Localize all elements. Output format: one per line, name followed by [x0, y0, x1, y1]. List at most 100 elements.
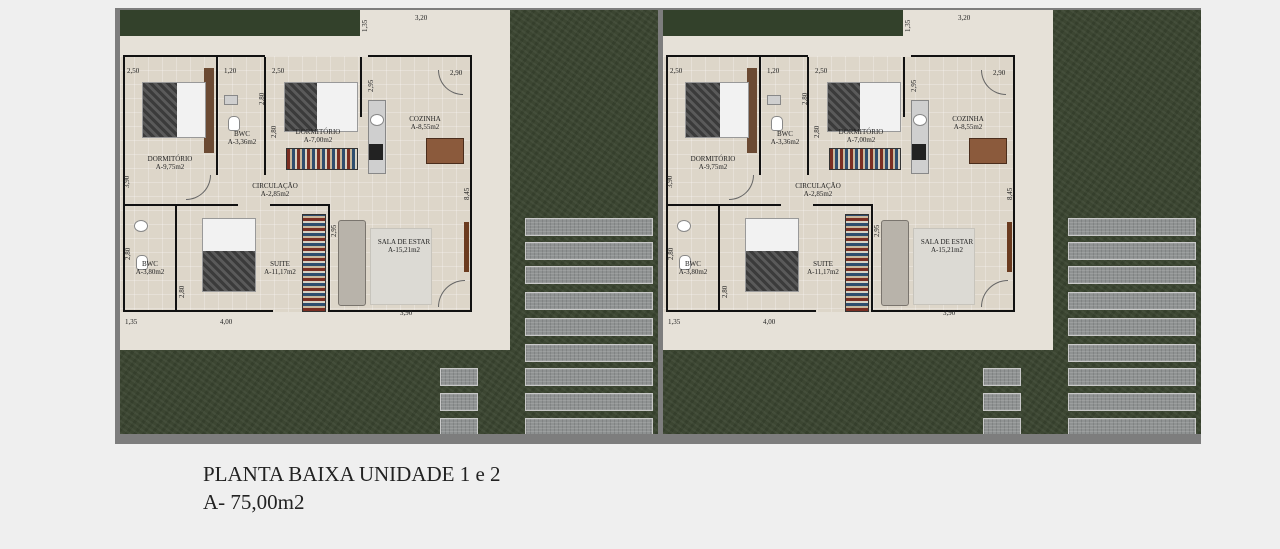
double-bed-2	[284, 82, 358, 132]
wall-circulation-top	[666, 204, 781, 206]
plan-caption: PLANTA BAIXA UNIDADE 1 e 2 A- 75,00m2	[203, 460, 501, 516]
dim-dorm2-width: 2,50	[815, 67, 828, 75]
wall-dorm2-kitchen	[360, 57, 362, 117]
dim-sala-wall: 2,95	[873, 224, 881, 237]
wall-bwc2-suite	[175, 206, 177, 312]
dim-bwc-height: 2,80	[801, 92, 809, 105]
wall-right	[470, 55, 472, 312]
wall-top-right	[911, 55, 1015, 57]
front-lawn-strip	[663, 10, 903, 36]
dim-dorm-height: 3,90	[123, 175, 131, 188]
dim-top-width: 3,20	[958, 14, 971, 22]
dim-bwc2-height: 2,80	[667, 247, 675, 260]
dim-sala-width: 3,90	[943, 309, 956, 317]
stove-icon	[369, 144, 383, 160]
headboard	[747, 68, 757, 153]
dim-bottom-left: 1,35	[125, 318, 138, 326]
bathroom-sink-icon	[677, 220, 691, 232]
dining-table	[426, 138, 464, 164]
paver	[525, 242, 653, 260]
dim-kitchen-wall: 2,95	[910, 79, 918, 92]
wall-left	[666, 55, 668, 312]
wall-bottom-left	[666, 310, 816, 312]
paver	[440, 368, 478, 386]
wall-dorm-bwc	[759, 57, 761, 175]
dim-sala-wall: 2,95	[330, 224, 338, 237]
paver	[1068, 368, 1196, 386]
paver	[983, 393, 1021, 411]
living-rug	[370, 228, 432, 305]
double-bed-2	[827, 82, 901, 132]
dim-dorm2-height: 2,80	[270, 125, 278, 138]
kitchen-sink-icon	[913, 114, 927, 126]
wall-right	[1013, 55, 1015, 312]
dim-house-depth: 8,45	[463, 187, 471, 200]
paver	[525, 393, 653, 411]
dim-sala-width: 3,90	[400, 309, 413, 317]
paver	[1068, 393, 1196, 411]
toilet-2-icon	[136, 255, 148, 270]
dim-suite-width: 4,00	[220, 318, 233, 326]
paver	[525, 368, 653, 386]
dim-house-depth: 8,45	[1006, 187, 1014, 200]
paver	[1068, 292, 1196, 310]
paver	[440, 393, 478, 411]
paver	[1068, 242, 1196, 260]
wardrobe	[286, 148, 358, 170]
shower-drain-icon	[767, 95, 781, 105]
dim-dorm-width: 2,50	[127, 67, 140, 75]
wall-dorm2-kitchen	[903, 57, 905, 117]
paver	[440, 418, 478, 434]
plan-title: PLANTA BAIXA UNIDADE 1 e 2	[203, 462, 501, 486]
stove-icon	[912, 144, 926, 160]
dim-suite-height: 2,80	[721, 285, 729, 298]
paver	[525, 344, 653, 362]
wall-circulation-top	[123, 204, 238, 206]
wall-bwc-dorm2	[264, 57, 266, 175]
dim-dorm-height: 3,90	[666, 175, 674, 188]
toilet-2-icon	[679, 255, 691, 270]
sofa	[881, 220, 909, 306]
dim-top-width: 3,20	[415, 14, 428, 22]
headboard	[204, 68, 214, 153]
kitchen-counter	[911, 100, 929, 174]
sofa	[338, 220, 366, 306]
paver	[525, 292, 653, 310]
dim-bwc2-height: 2,80	[124, 247, 132, 260]
double-bed	[142, 82, 206, 138]
dim-dorm2-height: 2,80	[813, 125, 821, 138]
dim-dorm2-width: 2,50	[272, 67, 285, 75]
plan-area: A- 75,00m2	[203, 490, 305, 514]
dining-table	[969, 138, 1007, 164]
kitchen-sink-icon	[370, 114, 384, 126]
suite-wardrobe	[302, 214, 326, 312]
paver	[1068, 218, 1196, 236]
paver	[525, 318, 653, 336]
dim-bwc-height: 2,80	[258, 92, 266, 105]
wall-top-right	[368, 55, 472, 57]
wall-dorm-bwc	[216, 57, 218, 175]
paver	[525, 266, 653, 284]
paver	[1068, 318, 1196, 336]
unit-2-plan: 3,20 1,35 2,50 1,20 2,50 2,90 3,90 2,80 …	[663, 10, 1201, 434]
tv-panel	[1007, 222, 1012, 272]
bathroom-sink-icon	[134, 220, 148, 232]
wall-bottom-right	[873, 310, 1015, 312]
wall-left	[123, 55, 125, 312]
front-lawn-strip	[120, 10, 360, 36]
suite-bed	[202, 218, 256, 292]
dim-top-setback: 1,35	[361, 19, 369, 32]
paver	[1068, 418, 1196, 434]
